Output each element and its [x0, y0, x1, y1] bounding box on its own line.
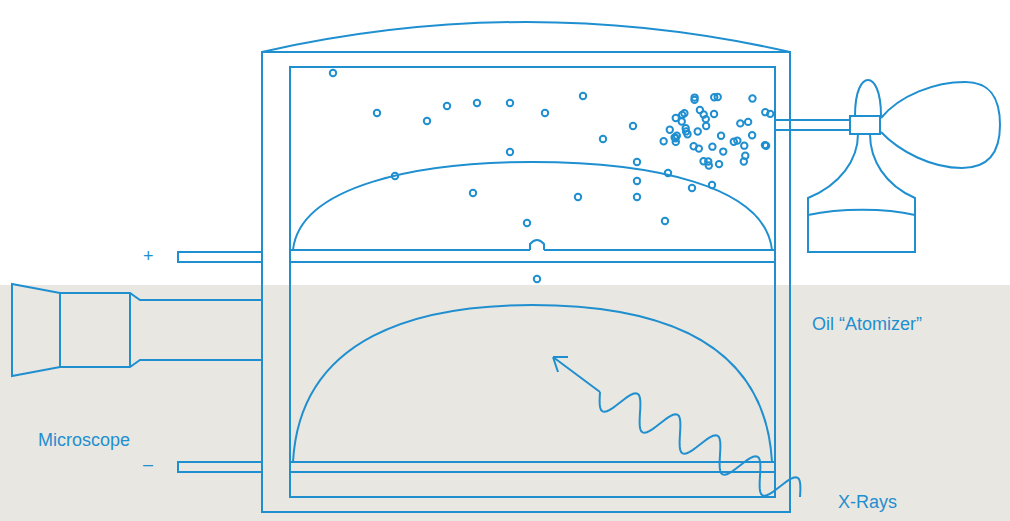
oil-droplet	[665, 170, 671, 176]
oil-droplet	[711, 111, 717, 117]
oil-droplet	[697, 107, 703, 113]
positive-lead	[178, 252, 262, 262]
plate-hole	[530, 240, 544, 250]
oil-droplet	[674, 133, 680, 139]
oil-droplet	[691, 94, 697, 100]
oil-droplet	[720, 148, 726, 154]
oil-droplet	[718, 133, 724, 139]
oil-droplet	[695, 128, 701, 134]
upper-plate-dome	[293, 162, 772, 250]
oil-droplet	[600, 136, 606, 142]
oil-droplet	[749, 95, 755, 101]
x-ray-beam	[553, 357, 800, 497]
oil-droplet	[660, 138, 666, 144]
chamber-housing	[262, 52, 790, 512]
oil-droplet	[630, 123, 636, 129]
oil-droplet	[709, 143, 715, 149]
oil-droplet	[662, 218, 668, 224]
oil-droplet	[711, 94, 717, 100]
oil-droplet	[634, 159, 640, 165]
negative-lead	[178, 462, 262, 472]
part-label: Microscope	[38, 431, 130, 451]
oil-droplet	[575, 194, 581, 200]
microscope-joints	[60, 293, 130, 367]
oil-droplets	[330, 70, 774, 282]
lower-plate	[290, 462, 775, 472]
x-ray-arrow	[553, 357, 600, 392]
oil-droplet	[667, 127, 673, 133]
oil-droplet	[731, 139, 737, 145]
oil-droplet	[706, 162, 712, 168]
oil-droplet	[507, 149, 513, 155]
oil-droplet	[742, 153, 748, 159]
atomizer-collar	[850, 116, 880, 134]
oil-droplet	[703, 123, 709, 129]
oil-droplet	[534, 276, 540, 282]
oil-droplet	[634, 194, 640, 200]
atomizer-bulb-top	[855, 80, 881, 116]
oil-droplet	[474, 100, 480, 106]
background-band	[0, 285, 1010, 521]
polarity-sign: +	[143, 247, 154, 267]
oil-droplet	[330, 70, 336, 76]
oil-droplet	[542, 110, 548, 116]
oil-droplet	[689, 185, 695, 191]
atomizer-nozzle	[775, 120, 850, 130]
oil-droplet	[716, 161, 722, 167]
oil-droplet	[392, 173, 398, 179]
oil-droplet	[681, 110, 687, 116]
x-ray-wave	[600, 392, 801, 497]
oil-droplet	[709, 182, 715, 188]
oil-droplet	[634, 178, 640, 184]
oil-droplet	[374, 110, 380, 116]
part-label: X-Rays	[838, 493, 897, 513]
oil-droplet	[679, 118, 685, 124]
oil-droplet	[444, 103, 450, 109]
chamber-inner-wall	[290, 67, 775, 497]
oil-droplet	[524, 220, 530, 226]
oil-droplet	[741, 142, 747, 148]
oil-droplet	[580, 93, 586, 99]
atomizer-squeeze-bulb	[881, 82, 1000, 168]
atomizer-reservoir	[808, 134, 915, 252]
oil-droplet	[763, 143, 769, 149]
oil-droplet	[745, 119, 751, 125]
oil-droplet	[696, 145, 702, 151]
atomizer-reservoir-rim	[808, 210, 915, 215]
oil-droplet	[749, 132, 755, 138]
microscope-tube	[12, 284, 262, 376]
chamber-dome	[262, 22, 790, 52]
upper-plate	[290, 250, 775, 262]
oil-droplet	[507, 100, 513, 106]
oil-droplet	[470, 190, 476, 196]
oil-droplet	[737, 120, 743, 126]
oil-droplet	[762, 109, 768, 115]
part-label: Oil “Atomizer”	[812, 315, 922, 335]
lower-plate-dome	[293, 305, 772, 462]
polarity-sign: –	[143, 455, 153, 475]
oil-droplet	[424, 118, 430, 124]
oil-droplet	[683, 128, 689, 134]
